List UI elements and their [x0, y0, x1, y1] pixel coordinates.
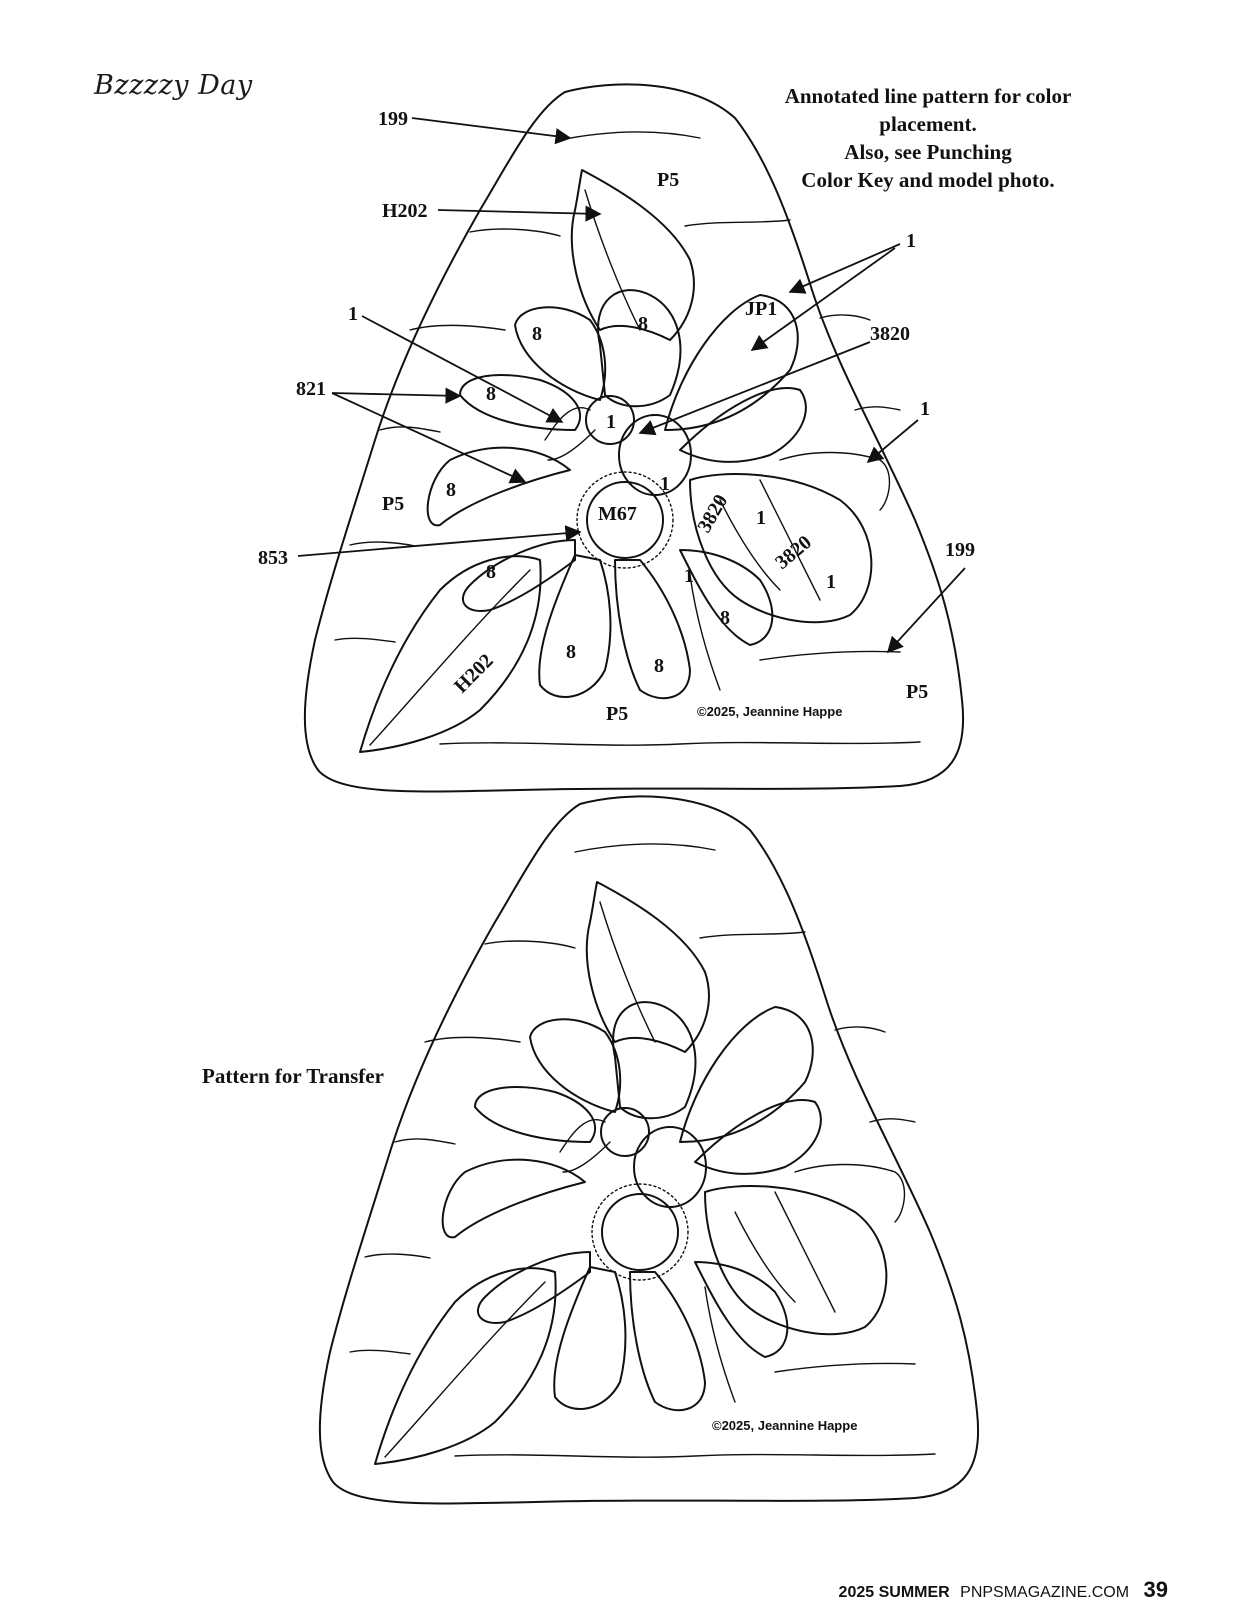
note-line: Annotated line pattern for color — [784, 84, 1072, 108]
label-p5-bottom: P5 — [606, 703, 628, 725]
label-stripe-1b: 1 — [826, 571, 836, 593]
pattern-note: Annotated line pattern for color placeme… — [760, 82, 1096, 194]
footer-season: 2025 SUMMER — [838, 1584, 950, 1601]
label-p5-left: P5 — [382, 493, 404, 515]
label-head-1: 1 — [606, 411, 616, 433]
label-199-right: 199 — [945, 539, 975, 561]
label-853: 853 — [258, 547, 288, 569]
copyright-bottom: ©2025, Jeannine Happe — [712, 1418, 857, 1433]
page-number: 39 — [1143, 1577, 1168, 1602]
label-1-left: 1 — [348, 303, 358, 325]
label-petal-8: 8 — [486, 561, 496, 583]
label-1-right-top: 1 — [906, 230, 916, 252]
label-petal-8: 8 — [566, 641, 576, 663]
label-821: 821 — [296, 378, 326, 400]
label-jp1: JP1 — [745, 298, 777, 320]
label-petal-8: 8 — [532, 323, 542, 345]
label-3820-callout: 3820 — [870, 323, 910, 345]
note-line: Also, see Punching — [844, 140, 1012, 164]
annotated-pattern — [303, 83, 965, 793]
label-199-top: 199 — [378, 108, 408, 130]
note-line: Color Key and model photo. — [801, 168, 1055, 192]
note-line: placement. — [879, 112, 977, 136]
label-stripe-1a: 1 — [756, 507, 766, 529]
label-p5-bottom-right: P5 — [906, 681, 928, 703]
label-h202-top: H202 — [382, 200, 428, 222]
footer-site: PNPSMAGAZINE.COM — [960, 1584, 1130, 1601]
label-petal-8: 8 — [446, 479, 456, 501]
label-petal-8: 8 — [720, 607, 730, 629]
label-1-right-mid: 1 — [920, 398, 930, 420]
label-petal-8: 8 — [486, 383, 496, 405]
copyright-top: ©2025, Jeannine Happe — [697, 704, 842, 719]
label-p5-top: P5 — [657, 169, 679, 191]
label-thorax-1: 1 — [660, 473, 670, 495]
label-petal-8: 8 — [654, 655, 664, 677]
label-3820-b: 3820 — [771, 531, 816, 574]
transfer-title: Pattern for Transfer — [202, 1064, 384, 1088]
label-h202-bottom: H202 — [450, 650, 498, 698]
label-leg-1: 1 — [684, 565, 694, 587]
label-m67: M67 — [598, 503, 637, 525]
label-petal-8: 8 — [638, 313, 648, 335]
page-footer: 2025 SUMMER PNPSMAGAZINE.COM 39 — [839, 1577, 1168, 1603]
page-title: Bzzzzy Day — [94, 70, 253, 101]
transfer-pattern — [318, 795, 980, 1505]
